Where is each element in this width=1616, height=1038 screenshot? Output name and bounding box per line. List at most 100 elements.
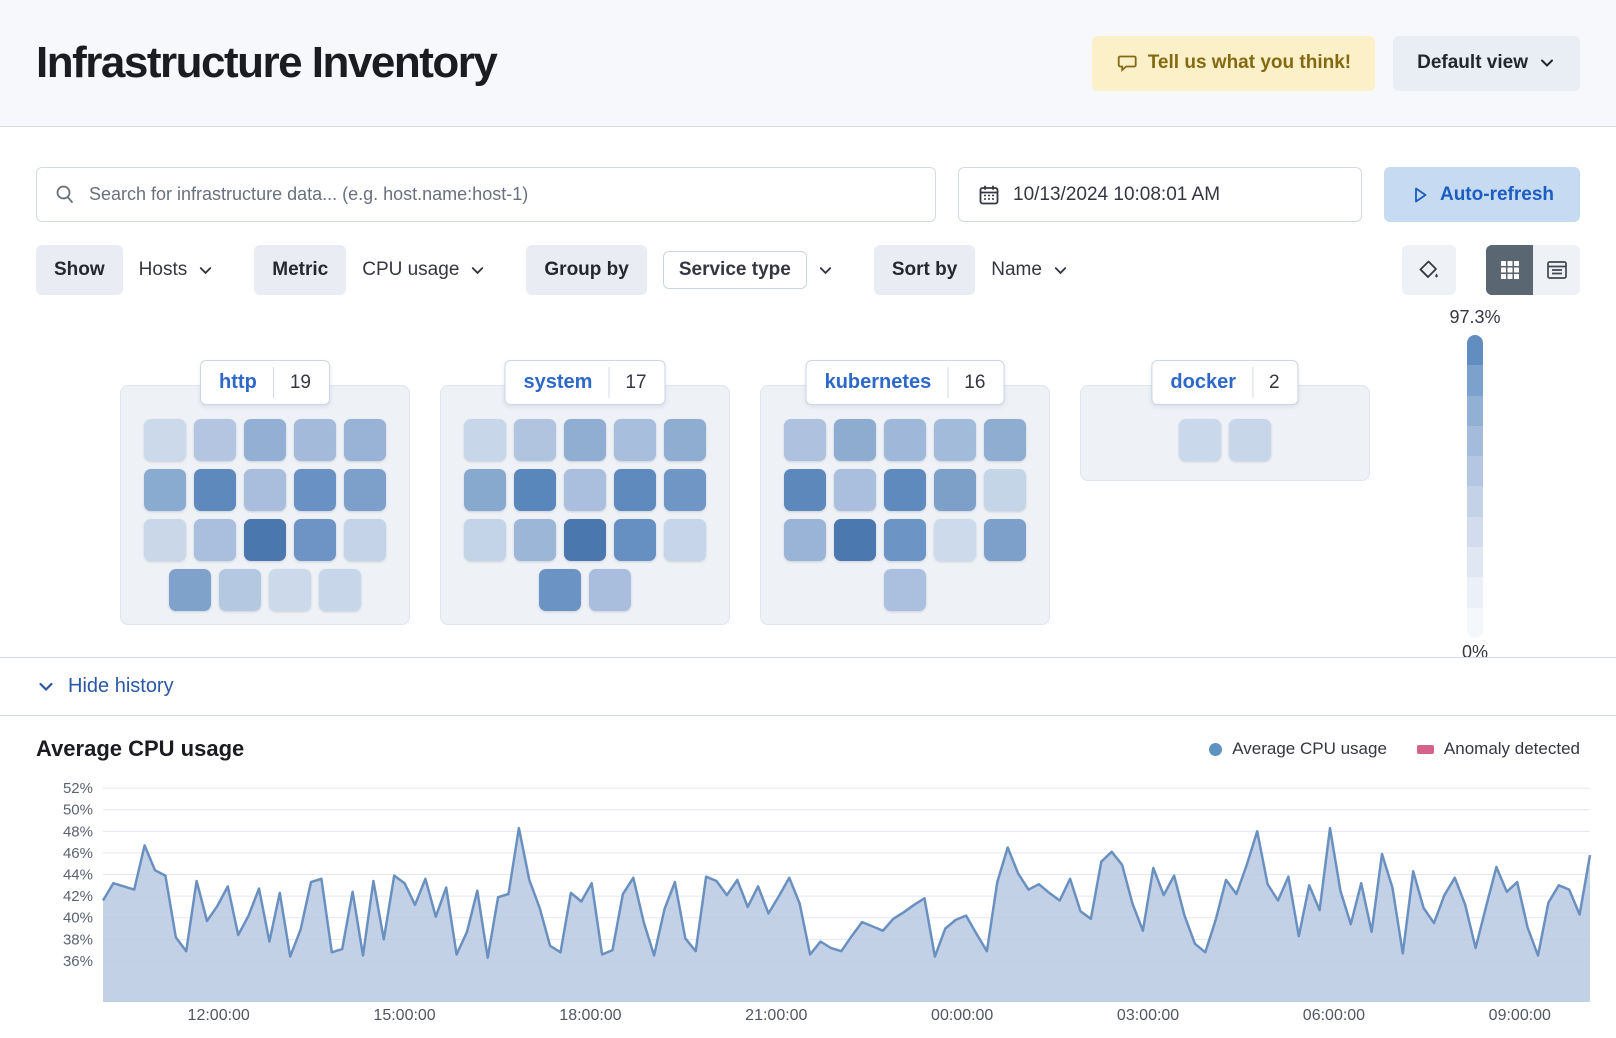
host-tile[interactable] <box>1179 419 1221 461</box>
host-tile[interactable] <box>464 519 506 561</box>
host-tile[interactable] <box>464 419 506 461</box>
host-tile[interactable] <box>614 519 656 561</box>
host-tile[interactable] <box>294 419 336 461</box>
host-tile[interactable] <box>884 519 926 561</box>
host-tile[interactable] <box>169 569 211 611</box>
chevron-down-icon <box>469 262 486 279</box>
x-axis-tick: 15:00:00 <box>373 1007 435 1024</box>
host-tile[interactable] <box>344 469 386 511</box>
tile-row <box>169 569 361 611</box>
host-tile[interactable] <box>984 419 1026 461</box>
host-tile[interactable] <box>244 519 286 561</box>
divider <box>1252 367 1254 398</box>
host-tile[interactable] <box>1229 419 1271 461</box>
y-axis-tick: 52% <box>63 780 93 797</box>
host-tile[interactable] <box>614 469 656 511</box>
group-name[interactable]: system <box>523 371 593 393</box>
group-header-chip[interactable]: docker 2 <box>1151 360 1299 405</box>
host-tile[interactable] <box>984 469 1026 511</box>
legend-item[interactable]: Anomaly detected <box>1416 739 1580 759</box>
host-tile[interactable] <box>884 419 926 461</box>
host-tile[interactable] <box>784 419 826 461</box>
auto-refresh-button[interactable]: Auto-refresh <box>1384 167 1580 222</box>
filter-value-text[interactable]: Service type <box>662 251 807 289</box>
tile-row <box>144 419 386 461</box>
host-tile[interactable] <box>144 469 186 511</box>
host-tile[interactable] <box>564 469 606 511</box>
host-tile[interactable] <box>269 569 311 611</box>
host-tile[interactable] <box>564 519 606 561</box>
host-tile[interactable] <box>194 419 236 461</box>
host-tile[interactable] <box>244 469 286 511</box>
host-tile[interactable] <box>514 519 556 561</box>
host-tile[interactable] <box>934 469 976 511</box>
host-tile[interactable] <box>464 469 506 511</box>
host-tile[interactable] <box>344 419 386 461</box>
host-tile[interactable] <box>664 469 706 511</box>
search-box[interactable] <box>36 167 936 222</box>
host-tile[interactable] <box>319 569 361 611</box>
filter-value-dropdown[interactable]: CPU usage <box>346 259 500 281</box>
host-tile[interactable] <box>194 469 236 511</box>
group-tiles-box <box>760 385 1050 625</box>
host-tile[interactable] <box>244 419 286 461</box>
divider <box>947 367 949 398</box>
view-selector-label: Default view <box>1417 52 1528 73</box>
legend-options-button[interactable] <box>1402 245 1456 295</box>
table-view-button[interactable] <box>1533 245 1580 295</box>
legend-item[interactable]: Average CPU usage <box>1209 739 1387 759</box>
y-axis-tick: 44% <box>63 867 93 884</box>
host-tile[interactable] <box>294 469 336 511</box>
host-tile[interactable] <box>219 569 261 611</box>
host-tile[interactable] <box>144 519 186 561</box>
host-tile[interactable] <box>589 569 631 611</box>
date-picker[interactable]: 10/13/2024 10:08:01 AM <box>958 167 1362 222</box>
host-tile[interactable] <box>834 519 876 561</box>
host-tile[interactable] <box>514 419 556 461</box>
host-tile[interactable] <box>784 519 826 561</box>
host-tile[interactable] <box>614 419 656 461</box>
view-mode-toggle <box>1486 245 1580 295</box>
host-tile[interactable] <box>514 469 556 511</box>
host-tile[interactable] <box>884 469 926 511</box>
host-tile[interactable] <box>934 419 976 461</box>
grid-view-button[interactable] <box>1486 245 1533 295</box>
filter-value-dropdown[interactable]: Name <box>975 259 1083 281</box>
host-tile[interactable] <box>834 419 876 461</box>
host-tile[interactable] <box>294 519 336 561</box>
group-name[interactable]: http <box>219 371 257 393</box>
host-tile[interactable] <box>984 519 1026 561</box>
view-selector-button[interactable]: Default view <box>1393 35 1580 91</box>
host-tile[interactable] <box>934 519 976 561</box>
host-tile[interactable] <box>194 519 236 561</box>
host-tile[interactable] <box>344 519 386 561</box>
host-tile[interactable] <box>664 419 706 461</box>
scale-step <box>1467 335 1483 366</box>
search-input[interactable] <box>89 184 919 205</box>
group-name[interactable]: docker <box>1170 371 1237 393</box>
host-tile[interactable] <box>784 469 826 511</box>
group-name[interactable]: kubernetes <box>824 371 932 393</box>
group-count: 2 <box>1269 371 1280 393</box>
host-tile[interactable] <box>564 419 606 461</box>
feedback-button[interactable]: Tell us what you think! <box>1091 35 1376 91</box>
host-tile[interactable] <box>884 569 926 611</box>
host-tile[interactable] <box>539 569 581 611</box>
y-axis-tick: 38% <box>63 931 93 948</box>
filter-value-dropdown[interactable]: Service type <box>647 251 848 289</box>
host-tile[interactable] <box>144 419 186 461</box>
host-tile[interactable] <box>664 519 706 561</box>
scale-step <box>1467 456 1483 487</box>
host-tile[interactable] <box>834 469 876 511</box>
history-toggle[interactable]: Hide history <box>0 657 1616 715</box>
color-scale-bar <box>1467 335 1483 638</box>
filter-value-dropdown[interactable]: Hosts <box>123 259 229 281</box>
x-axis-tick: 09:00:00 <box>1489 1007 1551 1024</box>
